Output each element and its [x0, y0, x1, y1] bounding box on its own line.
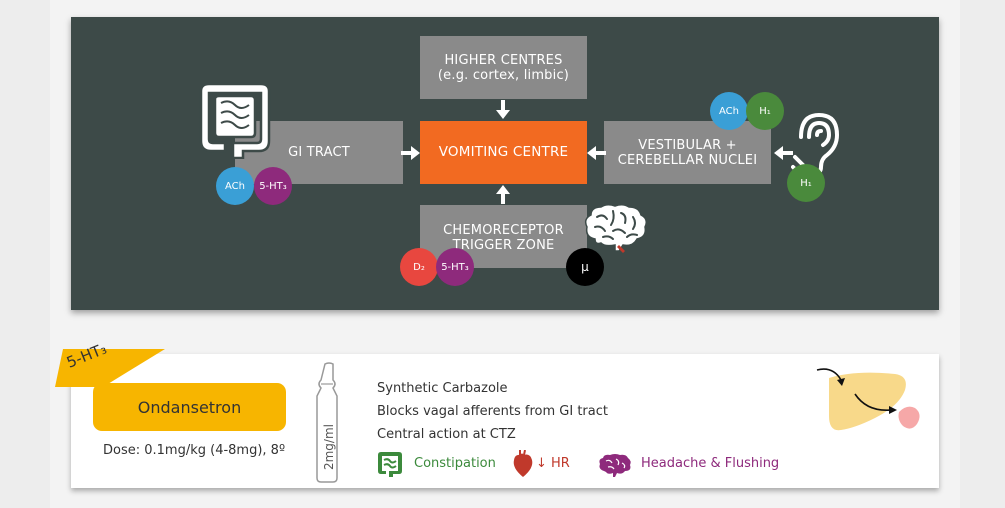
vomiting-pathway-diagram: HIGHER CENTRES (e.g. cortex, limbic) VOM… — [71, 17, 939, 310]
receptor-d2-ctz: D₂ — [400, 248, 438, 286]
arrow-right-icon — [401, 146, 420, 160]
intestine-icon — [378, 452, 402, 477]
receptor-5ht3-gi: 5-HT₃ — [254, 167, 292, 205]
ear-icon — [791, 112, 840, 175]
ctz-label-1: CHEMORECEPTOR — [443, 223, 564, 238]
ampoule-label: 2mg/ml — [322, 424, 336, 471]
dose-text: Dose: 0.1mg/kg (4-8mg), 8º — [103, 443, 286, 458]
side-effect-hr: ↓ HR — [536, 456, 570, 471]
ampoule-icon — [316, 362, 338, 483]
info-line-2: Blocks vagal afferents from GI tract — [377, 404, 608, 419]
higher-centres-box: HIGHER CENTRES (e.g. cortex, limbic) — [420, 36, 587, 99]
side-effect-headache: Headache & Flushing — [641, 456, 780, 471]
receptor-5ht3-ctz: 5-HT₃ — [436, 248, 474, 286]
receptor-h1-vestibular: H₁ — [746, 92, 784, 130]
arrow-left-icon — [587, 146, 606, 160]
drug-name-button[interactable]: Ondansetron — [93, 383, 286, 431]
vestibular-label-2: CEREBELLAR NUCLEI — [617, 152, 758, 168]
gi-tract-label: GI TRACT — [288, 145, 350, 160]
vestibular-label-1: VESTIBULAR + — [638, 137, 737, 153]
intestine-icon — [199, 82, 271, 159]
vestibular-box: VESTIBULAR + CEREBELLAR NUCLEI — [604, 121, 771, 184]
receptor-ach-gi: ACh — [216, 167, 254, 205]
heart-icon — [513, 450, 533, 477]
vomiting-centre-box: VOMITING CENTRE — [420, 121, 587, 184]
arrow-down-icon — [496, 100, 510, 119]
side-effect-constipation: Constipation — [414, 456, 496, 471]
receptor-h1-ear: H₁ — [787, 164, 825, 202]
receptor-mu-ctz: μ — [566, 248, 604, 286]
arrow-left-ear-icon — [774, 146, 793, 160]
higher-centres-sublabel: (e.g. cortex, limbic) — [437, 67, 570, 83]
receptor-ach-vestibular: ACh — [710, 92, 748, 130]
info-line-3: Central action at CTZ — [377, 427, 516, 442]
info-line-1: Synthetic Carbazole — [377, 381, 508, 396]
liver-kidney-icon — [816, 368, 920, 431]
brain-icon — [599, 454, 631, 477]
class-tag-ribbon — [55, 349, 165, 387]
higher-centres-label: HIGHER CENTRES — [444, 52, 563, 68]
arrow-up-icon — [496, 185, 510, 204]
drug-card: Ondansetron Dose: 0.1mg/kg (4-8mg), 8º 2… — [71, 354, 939, 488]
ctz-label-2: TRIGGER ZONE — [452, 238, 555, 253]
vomiting-centre-label: VOMITING CENTRE — [438, 144, 569, 160]
brain-icon — [584, 203, 648, 253]
